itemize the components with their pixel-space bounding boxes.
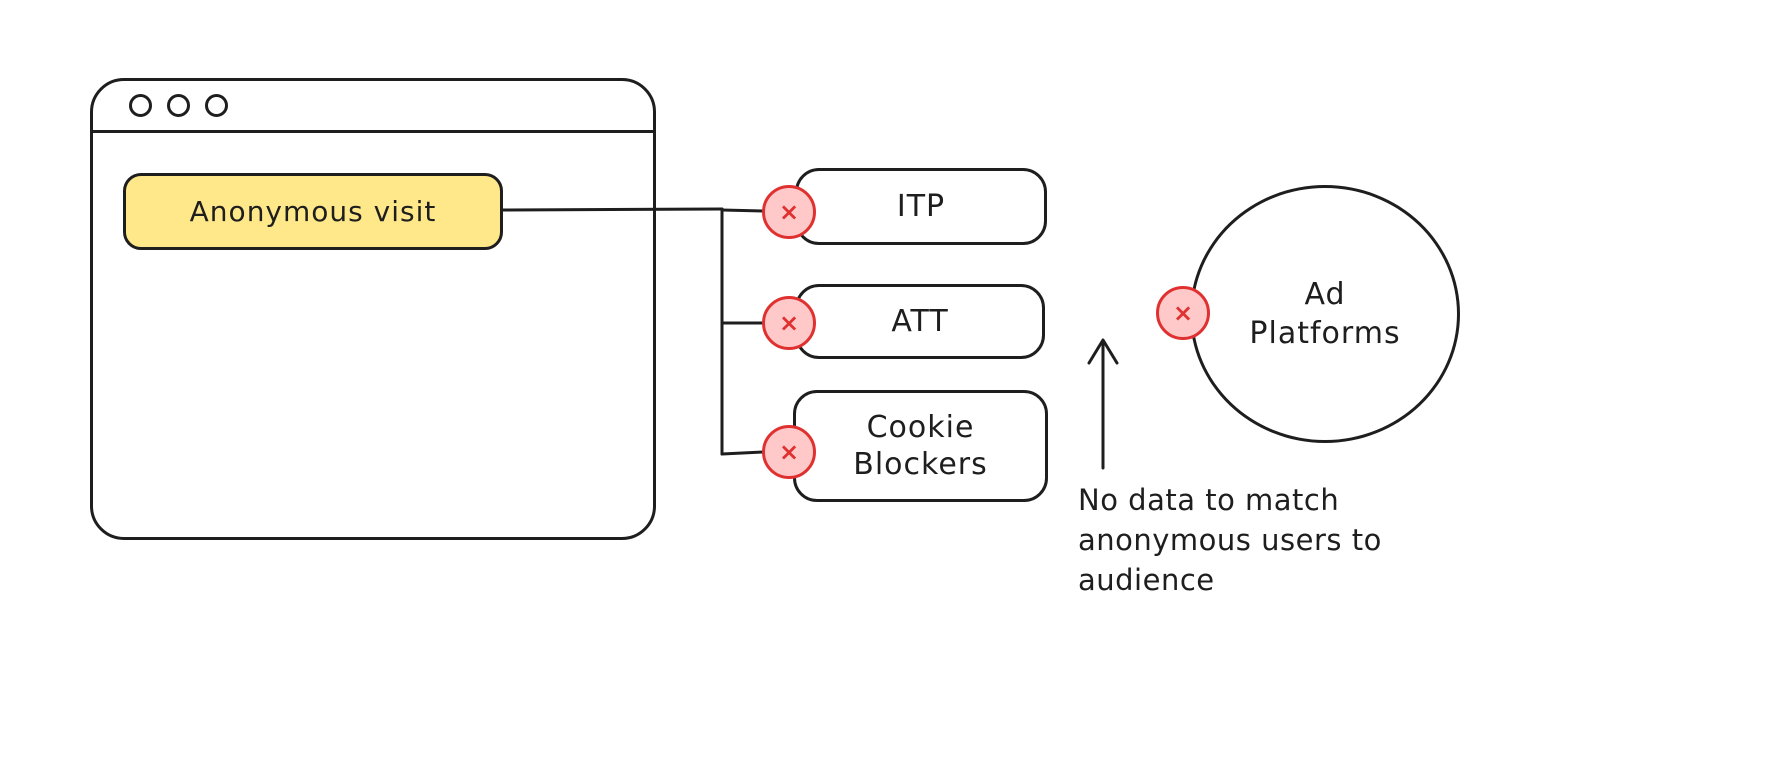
node-itp: ITP: [795, 168, 1047, 245]
node-itp-label: ITP: [896, 189, 946, 224]
blocked-icon: ×: [1156, 286, 1210, 340]
blocked-icon: ×: [762, 185, 816, 239]
window-control-dot: [167, 94, 190, 117]
blocked-icon: ×: [762, 296, 816, 350]
blocked-icon: ×: [762, 425, 816, 479]
browser-window: Anonymous visit: [90, 78, 656, 540]
blocked-cross-glyph: ×: [778, 438, 800, 466]
blocked-cross-glyph: ×: [1172, 299, 1194, 327]
blocked-cross-glyph: ×: [778, 198, 800, 226]
node-ad-platforms: Ad Platforms: [1190, 185, 1460, 443]
window-control-dot: [129, 94, 152, 117]
node-cookie-blockers: Cookie Blockers: [793, 390, 1048, 502]
window-control-dot: [205, 94, 228, 117]
connector-branch-itp: [720, 208, 765, 213]
browser-titlebar: [93, 81, 653, 133]
node-cookie-blockers-label: Cookie Blockers: [853, 409, 988, 483]
anonymous-visit-node: Anonymous visit: [123, 173, 503, 250]
node-att: ATT: [795, 284, 1045, 359]
annotation-text: No data to match anonymous users to audi…: [1078, 483, 1382, 598]
node-att-label: ATT: [891, 304, 949, 339]
blocked-cross-glyph: ×: [778, 309, 800, 337]
anonymous-visit-label: Anonymous visit: [189, 195, 437, 228]
arrow-up: [1087, 338, 1119, 470]
connector-branch-cookie: [720, 450, 765, 456]
node-ad-platforms-label: Ad Platforms: [1249, 277, 1401, 351]
